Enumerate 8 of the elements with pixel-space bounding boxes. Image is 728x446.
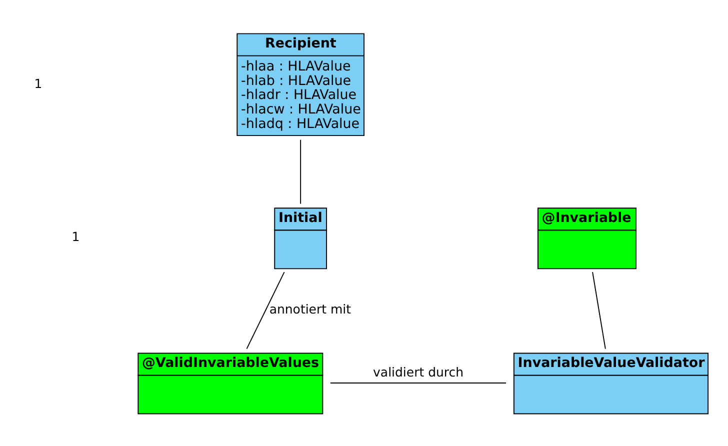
connector bbox=[330, 382, 506, 384]
edge-label: annotiert mit bbox=[269, 301, 352, 316]
label: 1 bbox=[34, 75, 42, 90]
label: 1 bbox=[72, 228, 80, 244]
connector bbox=[246, 271, 285, 349]
edge-label: validiert durch bbox=[373, 364, 464, 380]
connector bbox=[300, 138, 302, 204]
connector bbox=[592, 271, 606, 349]
